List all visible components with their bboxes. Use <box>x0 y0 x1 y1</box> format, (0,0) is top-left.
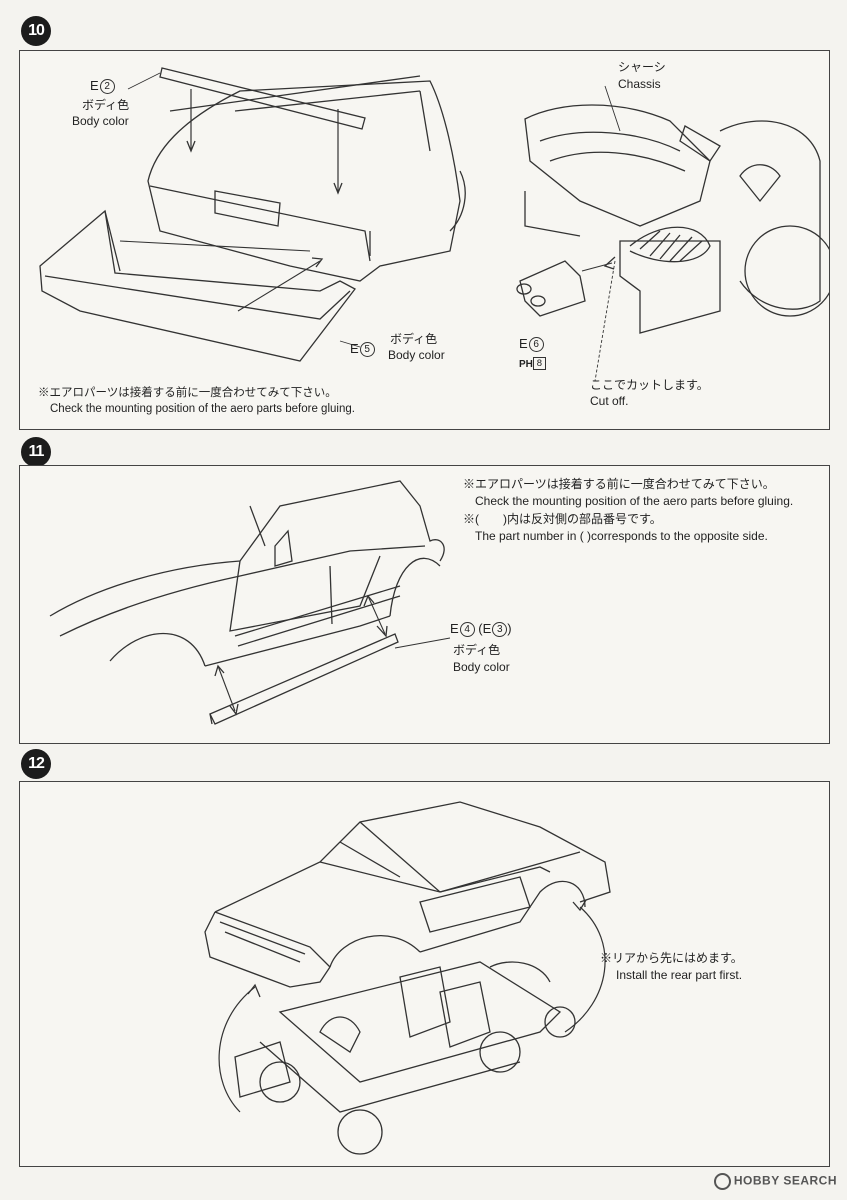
chassis-label-jp: シャーシ <box>618 60 666 74</box>
step-10-illustration <box>39 67 829 382</box>
part-e6-letter: E <box>519 336 528 351</box>
part-e6-number: 6 <box>528 337 544 353</box>
part-e4-color-jp: ボディ色 <box>453 643 501 657</box>
cut-label-jp: ここでカットします。 <box>590 378 709 392</box>
step-11-note1-jp: ※エアロパーツは接着する前に一度合わせてみて下さい。 <box>463 477 775 491</box>
step-10-note-en: Check the mounting position of the aero … <box>50 403 355 415</box>
part-e2-color-en: Body color <box>72 114 129 128</box>
cut-label-en: Cut off. <box>590 394 629 408</box>
hobby-search-watermark: HOBBY SEARCH <box>713 1173 837 1190</box>
step-12-panel: ※リアから先にはめます。 Install the rear part first… <box>19 781 830 1167</box>
part-e4-number: 4 <box>459 622 475 638</box>
part-e4-letter: E <box>450 621 459 636</box>
ph-number: 8 <box>532 357 546 371</box>
step-11-note1-en: Check the mounting position of the aero … <box>475 494 794 508</box>
step-11-illustration <box>49 480 451 725</box>
part-e5-color-en: Body color <box>388 348 445 362</box>
step-12-badge: 12 <box>21 749 51 779</box>
step-10-note-jp: ※エアロパーツは接着する前に一度合わせてみて下さい。 <box>38 387 337 399</box>
part-e5-number: 5 <box>359 342 375 358</box>
watermark-text: HOBBY SEARCH <box>733 1173 837 1188</box>
part-e2-color-jp: ボディ色 <box>82 98 130 112</box>
step-11-note2-jp: ※( )内は反対側の部品番号です。 <box>463 512 662 526</box>
hobby-search-logo-icon <box>713 1173 731 1190</box>
part-e3-number: 3 <box>492 622 508 638</box>
part-e3-letter: E <box>482 621 492 636</box>
step-12-note-en: Install the rear part first. <box>616 968 743 982</box>
step-12-note-jp: ※リアから先にはめます。 <box>600 951 743 965</box>
step-10-badge: 10 <box>21 16 51 46</box>
part-e5-letter: E <box>350 341 359 356</box>
part-e5-color-jp: ボディ色 <box>390 332 438 346</box>
part-e2-number: 2 <box>99 79 115 95</box>
step-12-illustration <box>204 801 611 1155</box>
step-11-badge: 11 <box>21 437 51 467</box>
chassis-label-en: Chassis <box>618 77 661 91</box>
part-e4-color-en: Body color <box>453 660 510 674</box>
part-e2-letter: E <box>90 78 99 93</box>
ph-prefix: PH <box>519 359 533 370</box>
step-11-note2-en: The part number in ( )corresponds to the… <box>475 529 768 543</box>
step-11-panel: ※エアロパーツは接着する前に一度合わせてみて下さい。 Check the mou… <box>19 465 830 744</box>
